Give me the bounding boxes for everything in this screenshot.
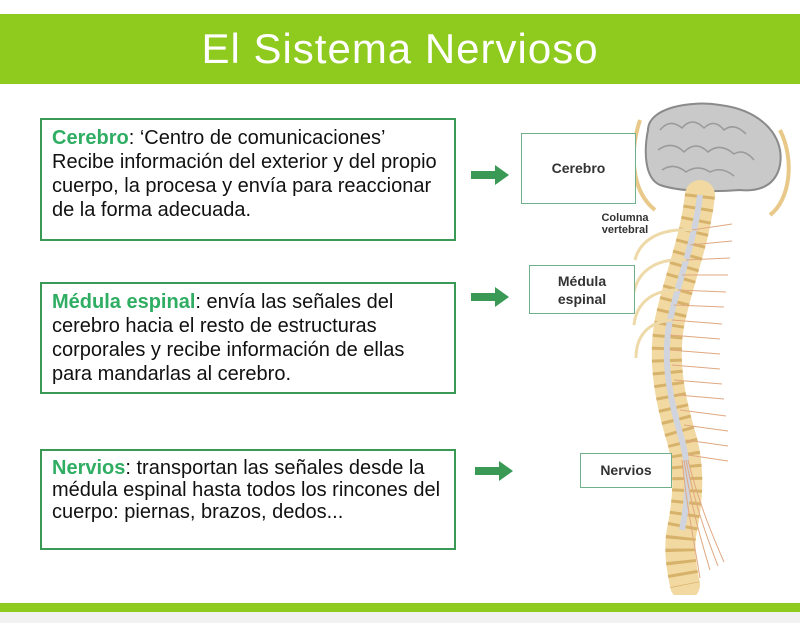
- columna-label-line2: vertebral: [601, 224, 649, 236]
- nervios-info-box: Nervios: transportan las señales desde l…: [40, 449, 456, 550]
- page-title: El Sistema Nervioso: [201, 25, 599, 72]
- medula-keyword: Médula espinal: [52, 291, 196, 313]
- cerebro-keyword: Cerebro: [52, 127, 129, 149]
- medula-label-box: Médula espinal: [529, 265, 635, 314]
- columna-label-line1: Columna: [601, 212, 649, 224]
- cerebro-label-box: Cerebro: [521, 133, 636, 204]
- cerebro-description: : ‘Centro de comunicaciones’ Recibe info…: [52, 127, 437, 221]
- medula-label-line2: espinal: [557, 291, 607, 307]
- medula-label-line1: Médula: [557, 273, 607, 289]
- title-bar: El Sistema Nervioso: [0, 14, 800, 84]
- nervios-label-box: Nervios: [580, 453, 672, 488]
- ribs: [632, 228, 693, 359]
- columna-vertebral-label: Columna vertebral: [587, 212, 663, 236]
- medula-info-box: Médula espinal: envía las señales del ce…: [40, 282, 456, 394]
- bottom-bar: [0, 603, 800, 612]
- cerebro-info-box: Cerebro: ‘Centro de comunicaciones’ Reci…: [40, 118, 456, 241]
- medula-description: : envía las señales del cerebro hacia el…: [52, 291, 405, 385]
- nervios-keyword: Nervios: [52, 457, 126, 479]
- arrow-right-icon: [475, 461, 513, 481]
- vertebral-column: [651, 180, 715, 595]
- nerves: [669, 223, 733, 579]
- bottom-strip: [0, 612, 800, 623]
- nervios-description: : transportan las señales desde la médul…: [52, 457, 441, 523]
- arrow-right-icon: [471, 287, 509, 307]
- arrow-right-icon: [471, 165, 509, 185]
